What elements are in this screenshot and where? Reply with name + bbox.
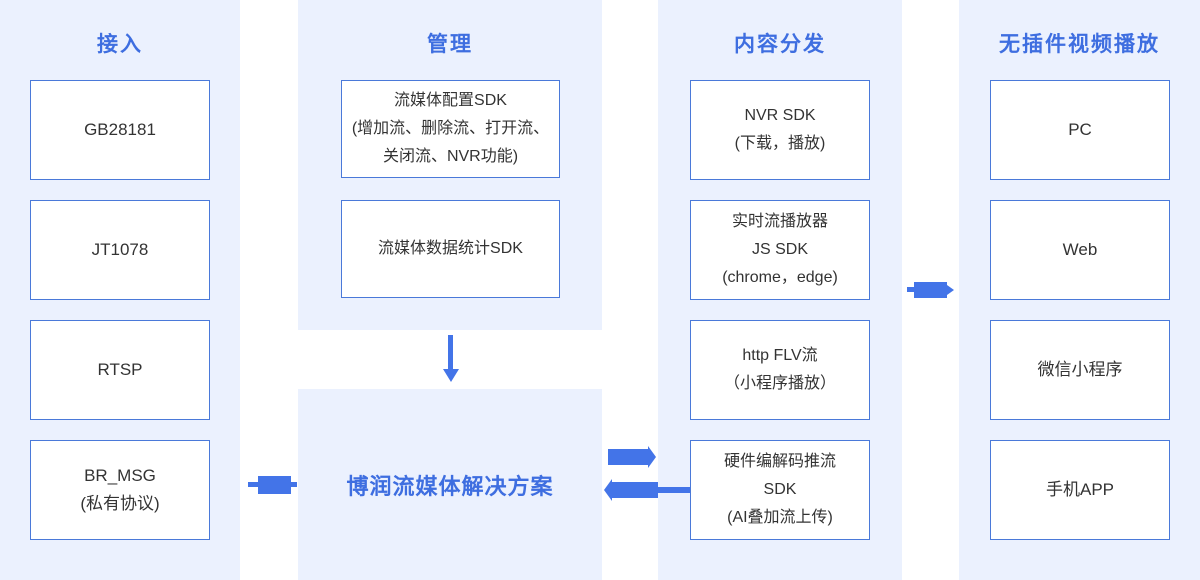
playback-column-title: 无插件视频播放: [999, 33, 1160, 56]
box-line: JT1078: [91, 240, 149, 259]
box-line: 实时流播放器: [731, 213, 828, 230]
box-rtsp: RTSP: [30, 320, 210, 420]
box-line: http FLV流: [742, 347, 818, 364]
box-line: RTSP: [97, 360, 143, 379]
solution-label: 博润流媒体解决方案: [346, 473, 554, 499]
solution-panel: 博润流媒体解决方案: [298, 389, 602, 580]
arrow-tail: [248, 482, 258, 487]
box-line: PC: [1068, 120, 1092, 139]
box-br-msg: BR_MSG (私有协议): [30, 440, 210, 540]
box-line: 流媒体数据统计SDK: [378, 240, 523, 257]
box-line: 关闭流、NVR功能): [382, 148, 519, 165]
arrow-tail: [658, 487, 690, 493]
arrow-body: [608, 449, 648, 465]
manage-column-title: 管理: [427, 33, 473, 56]
box-line: (增加流、删除流、打开流、: [351, 120, 550, 137]
box-stream-stats-sdk: 流媒体数据统计SDK: [341, 200, 560, 298]
arrow-body: [612, 482, 658, 498]
arrow-head-right-icon: [648, 446, 656, 468]
box-line: BR_MSG: [84, 466, 156, 485]
distribution-to-solution-arrow: [604, 479, 690, 501]
box-line: JS SDK: [751, 241, 808, 258]
box-jt1078: JT1078: [30, 200, 210, 300]
box-line: (chrome，edge): [722, 269, 838, 286]
box-http-flv: http FLV流 （小程序播放）: [690, 320, 870, 420]
arrow-tail: [291, 482, 297, 487]
box-line: 流媒体配置SDK: [394, 92, 507, 109]
arrow-body: [258, 476, 291, 494]
box-pc: PC: [990, 80, 1170, 180]
box-line: NVR SDK: [744, 107, 816, 124]
access-column-title: 接入: [97, 33, 143, 56]
arrow-shaft: [448, 335, 453, 369]
arrow-body: [914, 282, 947, 298]
box-line: （小程序播放）: [723, 375, 836, 392]
box-wechat-miniprogram: 微信小程序: [990, 320, 1170, 420]
arrow-head-down-icon: [443, 369, 459, 382]
solution-to-distribution-arrow: [608, 446, 656, 468]
box-line: 手机APP: [1045, 480, 1115, 499]
box-line: SDK: [763, 481, 797, 498]
distribution-to-playback-arrow: [907, 282, 954, 298]
box-line: (私有协议): [80, 494, 160, 513]
box-line: 硬件编解码推流: [723, 453, 836, 470]
box-line: (AI叠加流上传): [727, 509, 833, 526]
box-stream-config-sdk: 流媒体配置SDK (增加流、删除流、打开流、 关闭流、NVR功能): [341, 80, 560, 178]
arrow-head-left-icon: [604, 479, 612, 501]
manage-to-solution-arrow: [443, 335, 459, 382]
box-realtime-player-sdk: 实时流播放器 JS SDK (chrome，edge): [690, 200, 870, 300]
box-mobile-app: 手机APP: [990, 440, 1170, 540]
box-line: Web: [1062, 240, 1098, 259]
box-gb28181: GB28181: [30, 80, 210, 180]
box-line: (下载，播放): [734, 135, 826, 152]
box-hw-codec-sdk: 硬件编解码推流 SDK (AI叠加流上传): [690, 440, 870, 540]
box-line: GB28181: [84, 120, 156, 139]
arrow-tail: [907, 287, 914, 292]
box-line: 微信小程序: [1037, 360, 1123, 379]
access-solution-link-arrow: [248, 476, 297, 494]
box-nvr-sdk: NVR SDK (下载，播放): [690, 80, 870, 180]
distribution-column-title: 内容分发: [734, 33, 826, 56]
arrow-head-right-icon: [947, 285, 954, 295]
box-web: Web: [990, 200, 1170, 300]
